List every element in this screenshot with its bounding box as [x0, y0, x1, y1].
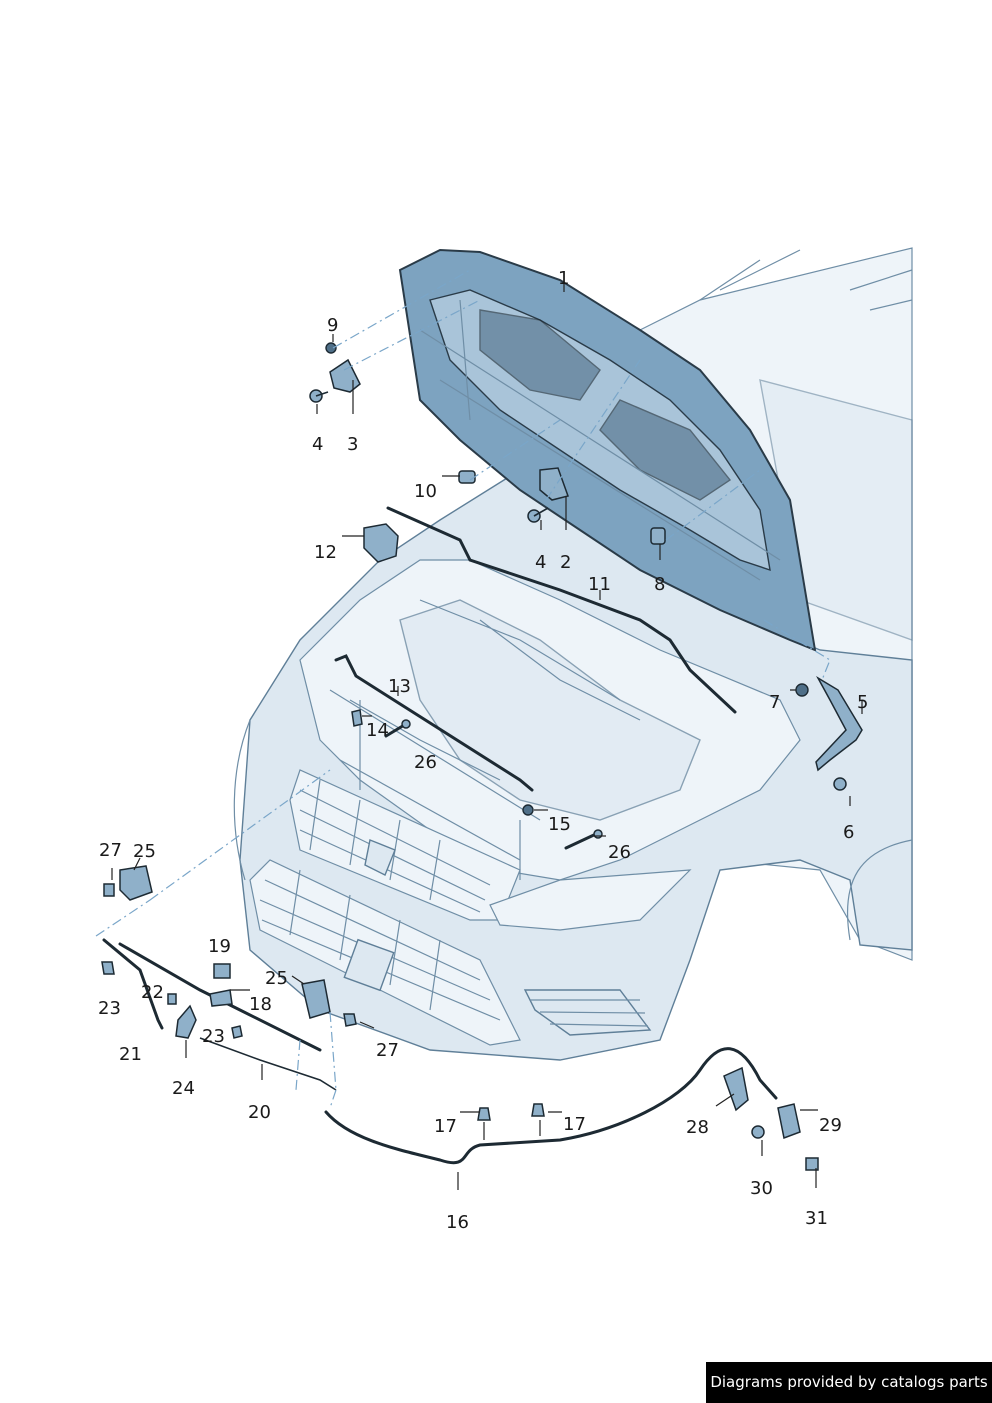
callout-4a: 4 — [312, 434, 323, 455]
buffer-8 — [650, 527, 666, 545]
callout-27b: 27 — [376, 1040, 399, 1061]
callout-8: 8 — [654, 574, 665, 595]
callout-19: 19 — [208, 936, 231, 957]
callout-20: 20 — [248, 1102, 271, 1123]
support-rod-13 — [334, 654, 534, 792]
bolt-4-right — [527, 507, 549, 523]
cable-20-lower — [199, 1037, 337, 1091]
callout-1: 1 — [558, 268, 569, 289]
callout-30: 30 — [750, 1178, 773, 1199]
credit-banner: Diagrams provided by catalogs parts — [706, 1362, 992, 1403]
lock-25-left — [119, 865, 153, 901]
bolt-26a — [384, 719, 411, 738]
callout-13: 13 — [388, 676, 411, 697]
callout-22: 22 — [141, 982, 164, 1003]
car-body — [233, 247, 913, 1061]
callout-27a: 27 — [99, 840, 122, 861]
bracket-12 — [363, 523, 399, 563]
callout-6: 6 — [843, 822, 854, 843]
release-handle-24 — [175, 1004, 197, 1039]
callout-4b: 4 — [535, 552, 546, 573]
callout-25a: 25 — [133, 841, 156, 862]
buffer-10 — [458, 470, 476, 484]
clip-23-left — [101, 961, 115, 975]
callout-labels: 1 9 4 3 10 12 4 2 11 8 13 7 5 14 26 15 6… — [98, 268, 868, 1233]
clip-27-left — [103, 883, 115, 897]
callout-26b: 26 — [608, 842, 631, 863]
bowden-cable-21 — [102, 938, 164, 1030]
callout-23a: 23 — [98, 998, 121, 1019]
nut-9 — [325, 342, 337, 354]
callout-26a: 26 — [414, 752, 437, 773]
grommet-15 — [522, 804, 534, 816]
callout-18: 18 — [249, 994, 272, 1015]
seal-strip — [386, 506, 737, 714]
callout-21: 21 — [119, 1044, 142, 1065]
callout-25b: 25 — [265, 968, 288, 989]
callout-31: 31 — [805, 1208, 828, 1229]
clip-17-left — [477, 1107, 491, 1121]
hinge-right — [539, 467, 569, 501]
callout-3: 3 — [347, 434, 358, 455]
callout-24: 24 — [172, 1078, 195, 1099]
callout-17b: 17 — [563, 1114, 586, 1135]
clip-27-right — [343, 1013, 357, 1027]
bolt-6 — [833, 777, 847, 791]
hinge-left — [329, 358, 361, 393]
callout-16: 16 — [446, 1212, 469, 1233]
reference-lines — [95, 269, 831, 1109]
callout-17a: 17 — [434, 1116, 457, 1137]
leader-lines — [111, 284, 863, 1190]
callout-10: 10 — [414, 481, 437, 502]
callout-12: 12 — [314, 542, 337, 563]
callout-23b: 23 — [202, 1026, 225, 1047]
callout-15: 15 — [548, 814, 571, 835]
nut-7 — [795, 683, 809, 697]
coupling-18 — [209, 989, 233, 1007]
bowden-cable-16 — [324, 1047, 778, 1165]
callout-5: 5 — [857, 692, 868, 713]
clip-14 — [351, 709, 363, 727]
callout-2: 2 — [560, 552, 571, 573]
callout-9: 9 — [327, 315, 338, 336]
bracket-19 — [213, 963, 231, 979]
gas-strut-5 — [815, 675, 863, 772]
lock-25-right — [301, 979, 331, 1019]
clip-22 — [167, 993, 177, 1005]
clip-17-right — [531, 1103, 545, 1117]
bolt-30 — [751, 1125, 765, 1139]
callout-29: 29 — [819, 1115, 842, 1136]
clip-31 — [805, 1157, 819, 1171]
hood-panel — [398, 248, 817, 652]
clip-23-right — [231, 1025, 243, 1039]
callout-11: 11 — [588, 574, 611, 595]
lever-28 — [723, 1066, 749, 1112]
callout-28: 28 — [686, 1117, 709, 1138]
callout-14: 14 — [366, 720, 389, 741]
bolt-4-left — [309, 389, 329, 403]
callout-7: 7 — [769, 692, 780, 713]
bracket-29 — [777, 1103, 801, 1140]
